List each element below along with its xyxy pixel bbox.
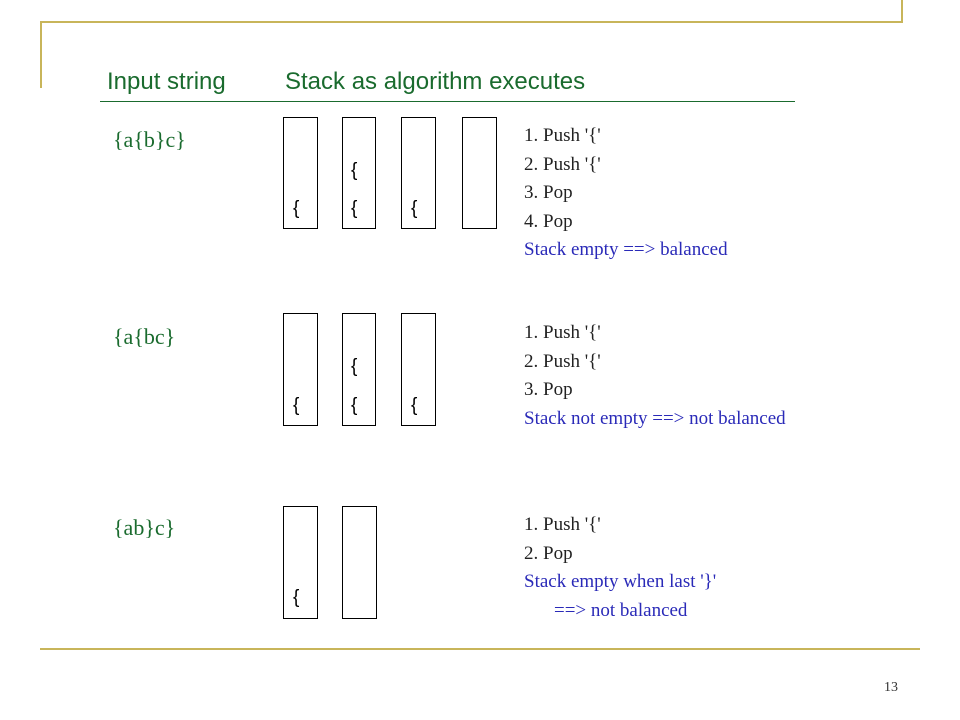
step-line: 3. Pop bbox=[524, 379, 573, 400]
stack-item: { bbox=[411, 395, 418, 416]
input-string-2: {a{bc} bbox=[113, 324, 176, 349]
stack-item: { bbox=[293, 587, 300, 608]
frame-bottom-line bbox=[40, 648, 920, 650]
frame-left-line bbox=[40, 21, 42, 88]
result-line: Stack not empty ==> not balanced bbox=[524, 407, 786, 429]
step-line: 2. Push '{' bbox=[524, 153, 601, 175]
stack-box-2-3: { bbox=[401, 313, 436, 426]
stack-box-3-1: { bbox=[283, 506, 318, 619]
stack-item: { bbox=[351, 395, 358, 416]
stack-box-1-4 bbox=[462, 117, 497, 229]
steps-2: 1. Push '{' 2. Push '{' 3. Pop Stack not… bbox=[524, 319, 786, 433]
step-line: 2. Pop bbox=[524, 542, 573, 564]
stack-box-2-1: { bbox=[283, 313, 318, 426]
step-line: 3. Pop bbox=[524, 182, 573, 203]
step-line: 1. Push '{' bbox=[524, 125, 601, 146]
stack-item: { bbox=[293, 198, 300, 219]
stack-item: { bbox=[411, 198, 418, 219]
stack-box-1-2: { { bbox=[342, 117, 376, 229]
stack-box-3-2 bbox=[342, 506, 377, 619]
input-string-1: {a{b}c} bbox=[113, 127, 186, 152]
stack-box-2-2: { { bbox=[342, 313, 376, 426]
steps-1: 1. Push '{' 2. Push '{' 3. Pop 4. Pop St… bbox=[524, 122, 728, 265]
input-string-3: {ab}c} bbox=[113, 515, 176, 540]
stack-heading: Stack as algorithm executes bbox=[285, 68, 586, 95]
result-line: Stack empty ==> balanced bbox=[524, 239, 728, 260]
result-line: ==> not balanced bbox=[554, 599, 688, 621]
stack-box-1-3: { bbox=[401, 117, 436, 229]
stack-box-1-1: { bbox=[283, 117, 318, 229]
step-line: 4. Pop bbox=[524, 210, 573, 232]
stack-item: { bbox=[293, 395, 300, 416]
step-line: 1. Push '{' bbox=[524, 514, 601, 535]
stack-item: { bbox=[351, 356, 358, 377]
step-line: 1. Push '{' bbox=[524, 322, 601, 343]
steps-3: 1. Push '{' 2. Pop Stack empty when last… bbox=[524, 511, 716, 625]
step-line: 2. Push '{' bbox=[524, 350, 601, 372]
header-divider bbox=[100, 101, 795, 102]
frame-right-line bbox=[901, 0, 903, 23]
result-line: Stack empty when last '}' bbox=[524, 571, 717, 592]
page-number: 13 bbox=[884, 680, 898, 695]
stack-item: { bbox=[351, 160, 358, 181]
frame-top-line bbox=[40, 21, 903, 23]
input-string-heading: Input string bbox=[107, 68, 226, 95]
stack-item: { bbox=[351, 198, 358, 219]
